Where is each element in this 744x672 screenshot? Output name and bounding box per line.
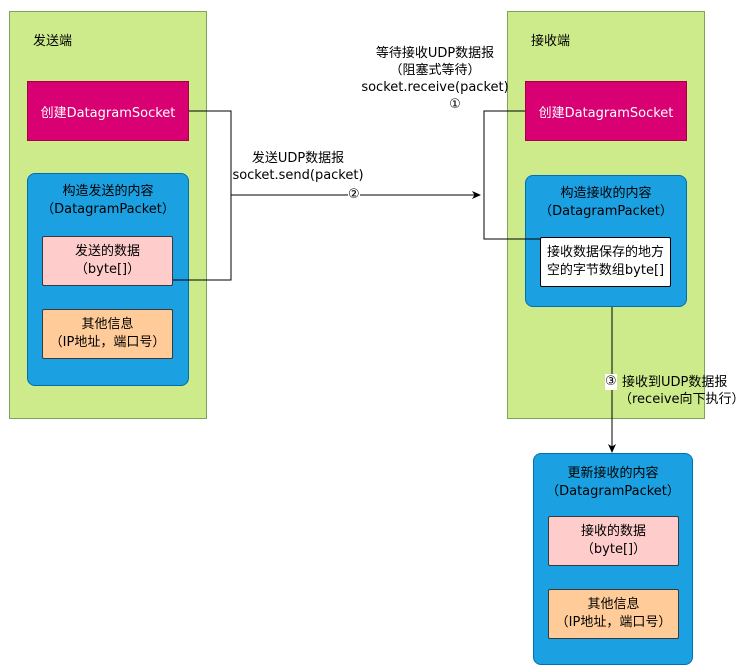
step3-marker: ③ bbox=[605, 374, 617, 390]
updated-packet-title-line1: 更新接收的内容 bbox=[567, 466, 659, 481]
receiver-socket-label: 创建DatagramSocket bbox=[538, 105, 674, 121]
sender-info-line2: （IP地址，端口号） bbox=[49, 335, 166, 350]
send-label: 发送UDP数据报 socket.send(packet) bbox=[228, 150, 368, 184]
sender-data-line2: （byte[]） bbox=[74, 262, 141, 277]
receiver-packet-title: 构造接收的内容 （DatagramPacket） bbox=[526, 185, 686, 221]
receive-connector bbox=[483, 110, 540, 240]
updated-info-box: 其他信息 （IP地址，端口号） bbox=[548, 589, 679, 639]
receive-done-line2: （receive向下执行） bbox=[619, 392, 744, 407]
updated-packet-title-line2: （DatagramPacket） bbox=[546, 484, 680, 499]
sender-socket-box: 创建DatagramSocket bbox=[27, 81, 189, 141]
updated-data-box: 接收的数据 （byte[]） bbox=[548, 516, 679, 566]
sender-data-line1: 发送的数据 bbox=[74, 244, 140, 259]
step1-marker: ① bbox=[449, 97, 461, 112]
sender-socket-label: 创建DatagramSocket bbox=[40, 105, 176, 121]
receiver-buffer-box: 接收数据保存的地方 空的字节数组byte[] bbox=[540, 237, 671, 287]
receiver-packet-title-line1: 构造接收的内容 bbox=[560, 186, 652, 201]
send-data-connector bbox=[173, 195, 232, 281]
send-line2: socket.send(packet) bbox=[232, 168, 364, 183]
receiver-socket-box: 创建DatagramSocket bbox=[525, 81, 687, 141]
sender-data-box: 发送的数据 （byte[]） bbox=[42, 236, 173, 286]
send-line1: 发送UDP数据报 bbox=[251, 151, 345, 166]
updated-info-line1: 其他信息 bbox=[587, 597, 640, 612]
updated-packet-title: 更新接收的内容 （DatagramPacket） bbox=[534, 465, 692, 501]
updated-data-line2: （byte[]） bbox=[580, 542, 647, 557]
sender-info-box: 其他信息 （IP地址，端口号） bbox=[42, 309, 173, 359]
receiver-packet-title-line2: （DatagramPacket） bbox=[539, 204, 673, 219]
wait-receive-line1: 等待接收UDP数据报 bbox=[375, 46, 495, 61]
wait-receive-label: 等待接收UDP数据报 （阻塞式等待） socket.receive(packet… bbox=[355, 45, 515, 113]
sender-packet-title-line1: 构造发送的内容 bbox=[62, 184, 154, 199]
receive-done-line1: 接收到UDP数据报 bbox=[622, 375, 728, 390]
wait-receive-line2: （阻塞式等待） bbox=[389, 63, 481, 78]
receiver-title: 接收端 bbox=[531, 34, 571, 49]
step2-marker: ② bbox=[348, 187, 360, 203]
updated-info-line2: （IP地址，端口号） bbox=[555, 615, 672, 630]
sender-packet-title-line2: （DatagramPacket） bbox=[41, 202, 175, 217]
wait-receive-line3: socket.receive(packet) bbox=[361, 80, 509, 95]
sender-packet-title: 构造发送的内容 （DatagramPacket） bbox=[28, 183, 188, 219]
receiver-buffer-line2: 空的字节数组byte[] bbox=[546, 263, 665, 278]
sender-info-line1: 其他信息 bbox=[81, 317, 134, 332]
updated-data-line1: 接收的数据 bbox=[580, 524, 646, 539]
receiver-buffer-line1: 接收数据保存的地方 bbox=[546, 245, 664, 260]
sender-title: 发送端 bbox=[33, 34, 73, 49]
receive-done-label: 接收到UDP数据报 （receive向下执行） bbox=[619, 374, 744, 408]
